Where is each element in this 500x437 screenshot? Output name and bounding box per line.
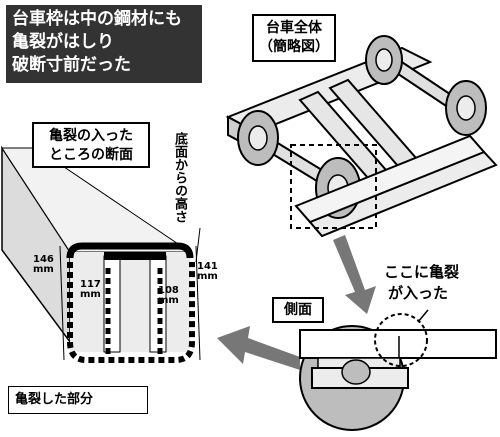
side-view-label: 側面 [272,297,324,323]
crack-callout-line [417,309,429,323]
crack-location-label: ここに亀裂 が入った [384,262,460,304]
legend: 亀裂した部分 [8,386,148,414]
dim-outer-left-unit: mm [33,264,54,275]
focus-dashed-box [290,144,377,229]
headline-line-3: 破断寸前だった [12,55,131,75]
headline-line-2: 亀裂がはしり [12,32,114,52]
dim-outer-right: 141 mm [197,262,218,282]
cross-section-label-line-2: ところの断面 [49,147,133,163]
legend-label: 亀裂した部分 [15,392,94,407]
height-label: 底面からの高さ [172,132,187,223]
cross-section-label-line-1: 亀裂の入った [49,128,133,144]
down-arrow [333,235,376,314]
headline-box: 台車枠は中の鋼材にも 亀裂がはしり 破断寸前だった [6,5,202,83]
bogie-illustration [225,35,498,238]
left-arrow [217,326,300,370]
dim-outer-left-value: 146 [33,254,54,265]
headline-line-1: 台車枠は中の鋼材にも [12,9,182,29]
side-view-illustration [299,325,497,431]
dim-outer-right-unit: mm [197,271,218,282]
crack-highlight-circle [374,313,428,367]
dim-inner-right-unit: mm [158,295,179,306]
dim-inner-left-value: 117 [80,279,101,290]
dim-outer-right-value: 141 [197,261,218,272]
dim-inner-left: 117 mm [80,280,101,300]
cross-section-label: 亀裂の入った ところの断面 [32,122,150,168]
bogie-overview-label: 台車全体 （簡略図） [252,14,336,62]
bogie-label-line-2: （簡略図） [259,39,329,55]
bogie-label-line-1: 台車全体 [266,20,322,36]
dim-inner-right: 108 mm [158,286,179,306]
dim-outer-left: 146 mm [33,255,54,275]
crack-label-line-1: ここに亀裂 [384,263,460,281]
dim-inner-right-value: 108 [158,285,179,296]
cross-section-illustration [1,145,201,363]
dim-inner-left-unit: mm [80,289,101,300]
crack-label-line-2: が入った [388,284,449,302]
